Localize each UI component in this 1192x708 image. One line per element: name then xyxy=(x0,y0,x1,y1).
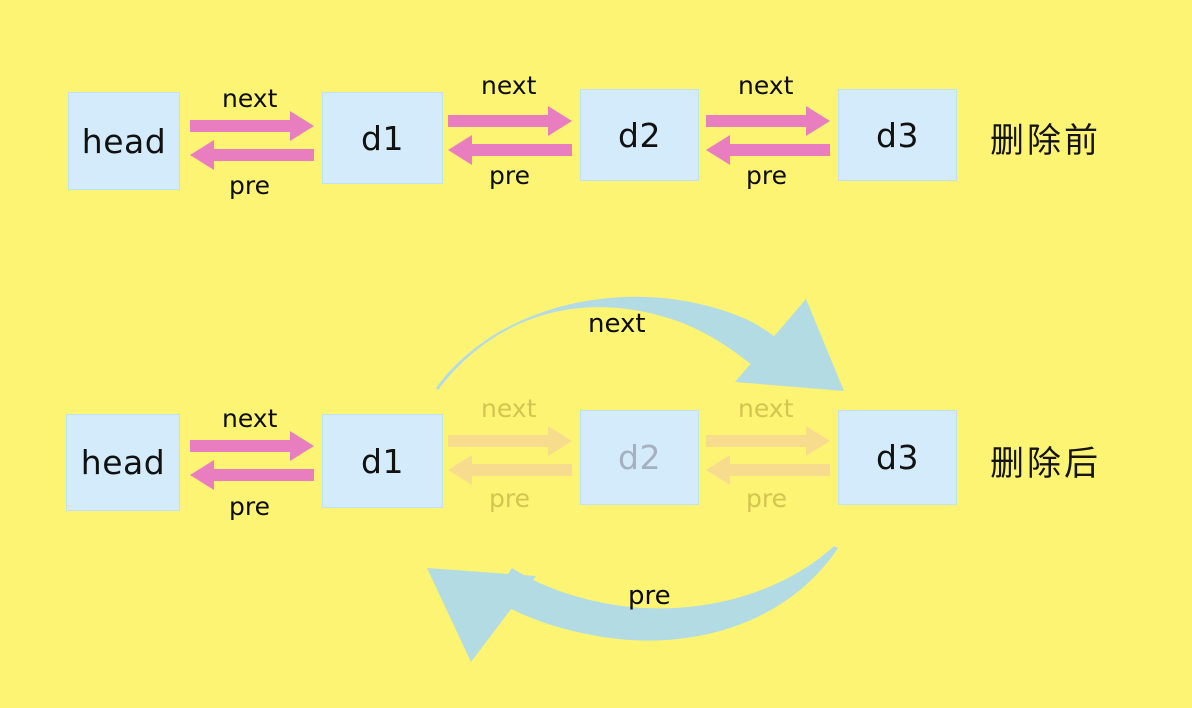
link-arrows-d2-d3-before xyxy=(706,106,830,165)
edge-label-next-d1-d2-before: next xyxy=(481,71,537,100)
edge-label-pre-d2-d3-after: pre xyxy=(746,484,787,513)
pre-arrow-d2-d3-after xyxy=(706,455,830,485)
node-d2-before: d2 xyxy=(580,89,699,181)
link-arrows-head-d1-before xyxy=(190,111,314,170)
edge-label-pre-head-d1-before: pre xyxy=(229,171,270,200)
pre-arrow-d2-d3-before xyxy=(706,135,830,165)
next-arrow-head-d1-after xyxy=(190,431,314,461)
link-arrows-d1-d2-before xyxy=(448,106,572,165)
next-arrow-d2-d3-before xyxy=(706,106,830,136)
node-d3-before: d3 xyxy=(838,89,957,181)
node-label: d1 xyxy=(361,441,404,481)
curve-label-next-bypass: next xyxy=(588,309,646,339)
node-label: d3 xyxy=(876,115,919,155)
link-arrows-head-d1-after xyxy=(190,431,314,490)
node-d2-after: d2 xyxy=(580,410,699,505)
stage-label-after: 删除后 xyxy=(990,444,1101,484)
node-d1-before: d1 xyxy=(322,92,443,184)
pre-arrow-d1-d2-before xyxy=(448,135,572,165)
node-label: d2 xyxy=(618,438,661,477)
node-label: d2 xyxy=(618,115,661,155)
node-label: d1 xyxy=(361,118,404,158)
next-arrow-head-d1-before xyxy=(190,111,314,141)
edge-label-pre-d1-d2-after: pre xyxy=(489,484,530,513)
pre-arrow-head-d1-after xyxy=(190,460,314,490)
curve-label-pre-bypass: pre xyxy=(628,581,671,611)
next-arrow-d1-d2-before xyxy=(448,106,572,136)
node-head-before: head xyxy=(68,92,180,190)
node-label: d3 xyxy=(876,438,919,477)
edge-label-pre-head-d1-after: pre xyxy=(229,492,270,521)
pre-arrow-head-d1-before xyxy=(190,140,314,170)
next-bypass-arrowhead xyxy=(735,299,844,391)
stage-label-before: 删除前 xyxy=(990,121,1101,161)
node-label: head xyxy=(81,121,167,161)
pre-arrow-d1-d2-after xyxy=(448,455,572,485)
link-arrows-d1-d2-after xyxy=(448,426,572,485)
next-arrow-d1-d2-after xyxy=(448,426,572,456)
edge-label-next-d2-d3-after: next xyxy=(738,394,794,423)
node-d1-after: d1 xyxy=(322,414,443,508)
edge-label-next-head-d1-after: next xyxy=(222,404,278,433)
link-arrows-d2-d3-after xyxy=(706,426,830,485)
edge-label-next-head-d1-before: next xyxy=(222,84,278,113)
edge-label-pre-d2-d3-before: pre xyxy=(746,161,787,190)
node-head-after: head xyxy=(66,414,180,511)
edge-label-pre-d1-d2-before: pre xyxy=(489,161,530,190)
edge-label-next-d1-d2-after: next xyxy=(481,394,537,423)
next-arrow-d2-d3-after xyxy=(706,426,830,456)
edge-label-next-d2-d3-before: next xyxy=(738,71,794,100)
node-label: head xyxy=(80,443,166,482)
node-d3-after: d3 xyxy=(838,410,957,505)
pre-bypass-arrowhead xyxy=(427,568,536,662)
